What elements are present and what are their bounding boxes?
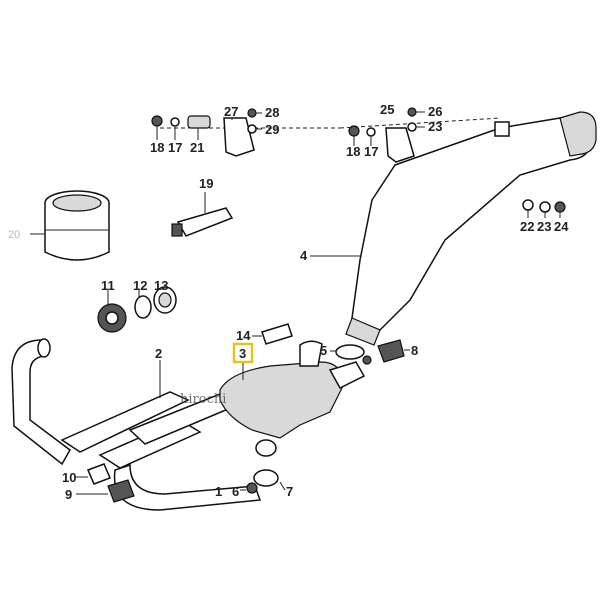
label-1: 1 [215, 484, 222, 499]
bolt-26-icon [407, 107, 417, 117]
paste-cap-icon [171, 223, 183, 237]
fastener-group-22-24: 22 23 24 [520, 199, 569, 234]
bolt-6-icon [246, 482, 258, 494]
clamp-10-icon [87, 463, 111, 485]
label-7: 7 [286, 484, 293, 499]
pipe-2-flange-icon [37, 338, 51, 358]
paste-tube-icon [176, 207, 234, 237]
muffler-bracket-icon [494, 121, 510, 137]
nut-18b-icon [348, 125, 360, 137]
label-22: 22 [520, 219, 534, 234]
label-10: 10 [62, 470, 76, 485]
clamp-9-10: 10 9 [62, 463, 135, 503]
label-18b: 18 [346, 144, 360, 159]
label-13: 13 [154, 278, 168, 293]
label-4: 4 [300, 248, 308, 263]
gasket-roll-side-icon [44, 203, 110, 261]
collector-outlet-icon [255, 439, 277, 457]
label-28: 28 [265, 105, 279, 120]
washer-23b-icon [539, 201, 551, 213]
washer-23-icon [407, 122, 417, 132]
gasket-roll-20: 20 [8, 190, 110, 261]
washer-22-icon [522, 199, 534, 211]
clamp-5-icon [335, 344, 365, 360]
muffler-tailpipe-icon [559, 111, 597, 157]
label-11: 11 [101, 278, 115, 293]
washer-17b-icon [366, 127, 376, 137]
clamp-set-11-13: 11 12 13 [97, 278, 177, 333]
clamp-7-icon [253, 469, 279, 487]
header-pipes: 2 1 [11, 338, 262, 511]
clamp-5-and-mount-8: 5 8 [320, 339, 418, 365]
label-17: 17 [168, 140, 182, 155]
ring-12-icon [134, 295, 152, 319]
label-17b: 17 [364, 144, 378, 159]
watermark: hirochi [180, 392, 226, 407]
cap-nut-24-icon [554, 201, 566, 213]
label-2: 2 [155, 346, 162, 361]
collector-body-icon [219, 361, 343, 439]
collector-pipe-icon [328, 361, 366, 389]
muffler-inlet-icon [345, 317, 381, 346]
bracket-25-icon [385, 127, 415, 163]
header-pipe-2-cross-icon [60, 391, 190, 453]
collector-3: hirochi 3 [180, 340, 366, 457]
bracket-27-icon [223, 117, 255, 157]
collector-hanger-icon [299, 340, 323, 367]
label-12: 12 [133, 278, 147, 293]
upper-left-mount-group: 18 17 21 27 28 29 [150, 104, 501, 157]
label-3-highlight [232, 342, 254, 364]
rubber-mount-8-icon [377, 339, 405, 363]
heat-shield-icon [261, 323, 293, 345]
nut-18-icon [151, 115, 163, 127]
washer-29-icon [247, 124, 257, 134]
heat-shield-14: 14 [236, 323, 293, 345]
clamp-9-icon [107, 479, 135, 503]
paste-tube-19: 19 [171, 176, 234, 237]
label-23b: 23 [537, 219, 551, 234]
clamp-6-7: 6 7 [232, 469, 293, 499]
label-23: 23 [428, 119, 442, 134]
label-9: 9 [65, 487, 72, 502]
label-26: 26 [428, 104, 442, 119]
rubber-mount-21-icon [187, 115, 211, 129]
label-20: 20 [8, 229, 20, 241]
label-25: 25 [380, 102, 394, 117]
label-3: 3 [239, 346, 246, 361]
label-27: 27 [224, 104, 238, 119]
label-14: 14 [236, 328, 251, 343]
header-pipe-2-left-icon [11, 339, 71, 466]
label-19: 19 [199, 176, 213, 191]
muffler-4: 4 [300, 111, 597, 346]
label-24: 24 [554, 219, 569, 234]
label-29: 29 [265, 122, 279, 137]
label-8: 8 [411, 343, 418, 358]
label-21: 21 [190, 140, 204, 155]
label-5: 5 [320, 343, 327, 358]
bolt-28-icon [247, 108, 257, 118]
washer-17-icon [170, 117, 180, 127]
label-18: 18 [150, 140, 164, 155]
label-6: 6 [232, 484, 239, 499]
